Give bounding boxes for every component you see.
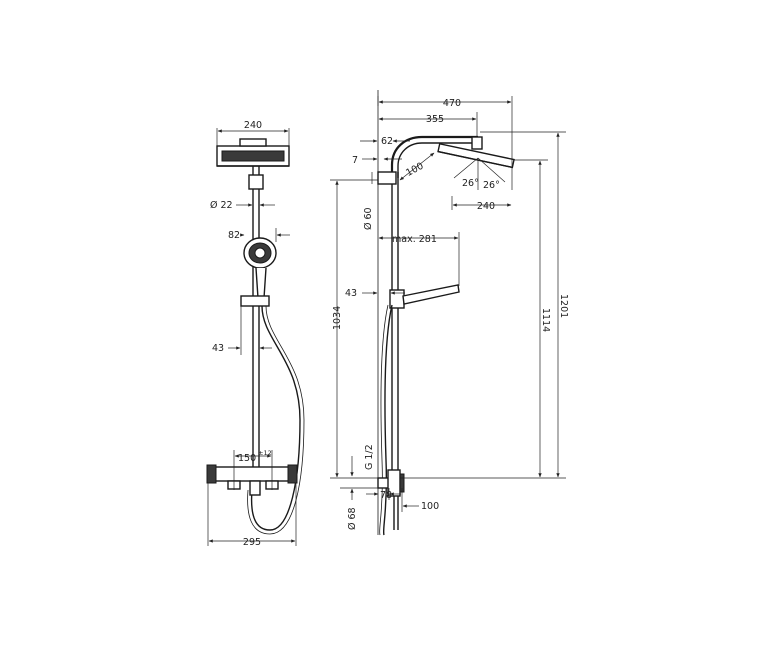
dim-front-handshower-width: 82 [228, 230, 240, 241]
dim-side-height-bracket-to-mixer: 1034 [332, 306, 343, 330]
dim-side-slider-offset: 43 [345, 288, 357, 299]
thermostat-side [377, 469, 405, 530]
thermostat-front [206, 464, 298, 496]
dim-side-head-drop: 100 [404, 161, 425, 179]
dim-side-head-diameter: 240 [477, 201, 495, 212]
shower-arm [390, 135, 478, 178]
dim-side-arm-to-head: 355 [426, 114, 444, 125]
dim-side-spray-angle-left: 26° [462, 178, 479, 189]
handshower-front [243, 237, 277, 299]
dim-front-mount-spacing: 150 [238, 453, 256, 464]
dim-side-mixer-diameter: Ø 68 [347, 507, 358, 530]
dim-side-mixer-offset: 78 [380, 490, 392, 501]
hose-side [382, 304, 393, 536]
dim-side-top-offset: 62 [381, 136, 393, 147]
dim-side-spray-angle-right: 26° [483, 180, 500, 191]
head-connector [471, 136, 483, 150]
dim-side-thread: G 1/2 [364, 444, 375, 470]
dim-side-mixer-depth: 100 [421, 501, 439, 512]
dim-side-height-head: 1114 [540, 308, 551, 332]
rail-joint [248, 174, 264, 190]
overhead-shower-front [216, 138, 290, 167]
overhead-shower-side [437, 142, 515, 169]
wall-bracket [377, 171, 397, 185]
dim-side-height-total: 1201 [558, 294, 569, 318]
front-view: 240 Ø 22 82 43 150 ±12 295 [206, 120, 305, 548]
dim-front-rail-diameter: Ø 22 [210, 200, 233, 211]
dim-side-handshower-reach: max. 281 [392, 234, 437, 245]
dim-front-slider-offset: 43 [212, 343, 224, 354]
dim-front-mount-tolerance: ±12 [258, 449, 272, 457]
side-view: 470 355 62 7 100 26° 26° 240 Ø 60 max. 2… [330, 90, 569, 536]
dim-front-mixer-width: 295 [243, 537, 261, 548]
handshower-side [402, 284, 460, 305]
dim-side-top-bracket: 7 [352, 155, 358, 166]
slider-front [240, 295, 270, 307]
dim-front-head-width: 240 [244, 120, 262, 131]
dim-side-arm-reach: 470 [443, 98, 461, 109]
dim-side-wall-bracket-diameter: Ø 60 [363, 207, 374, 230]
